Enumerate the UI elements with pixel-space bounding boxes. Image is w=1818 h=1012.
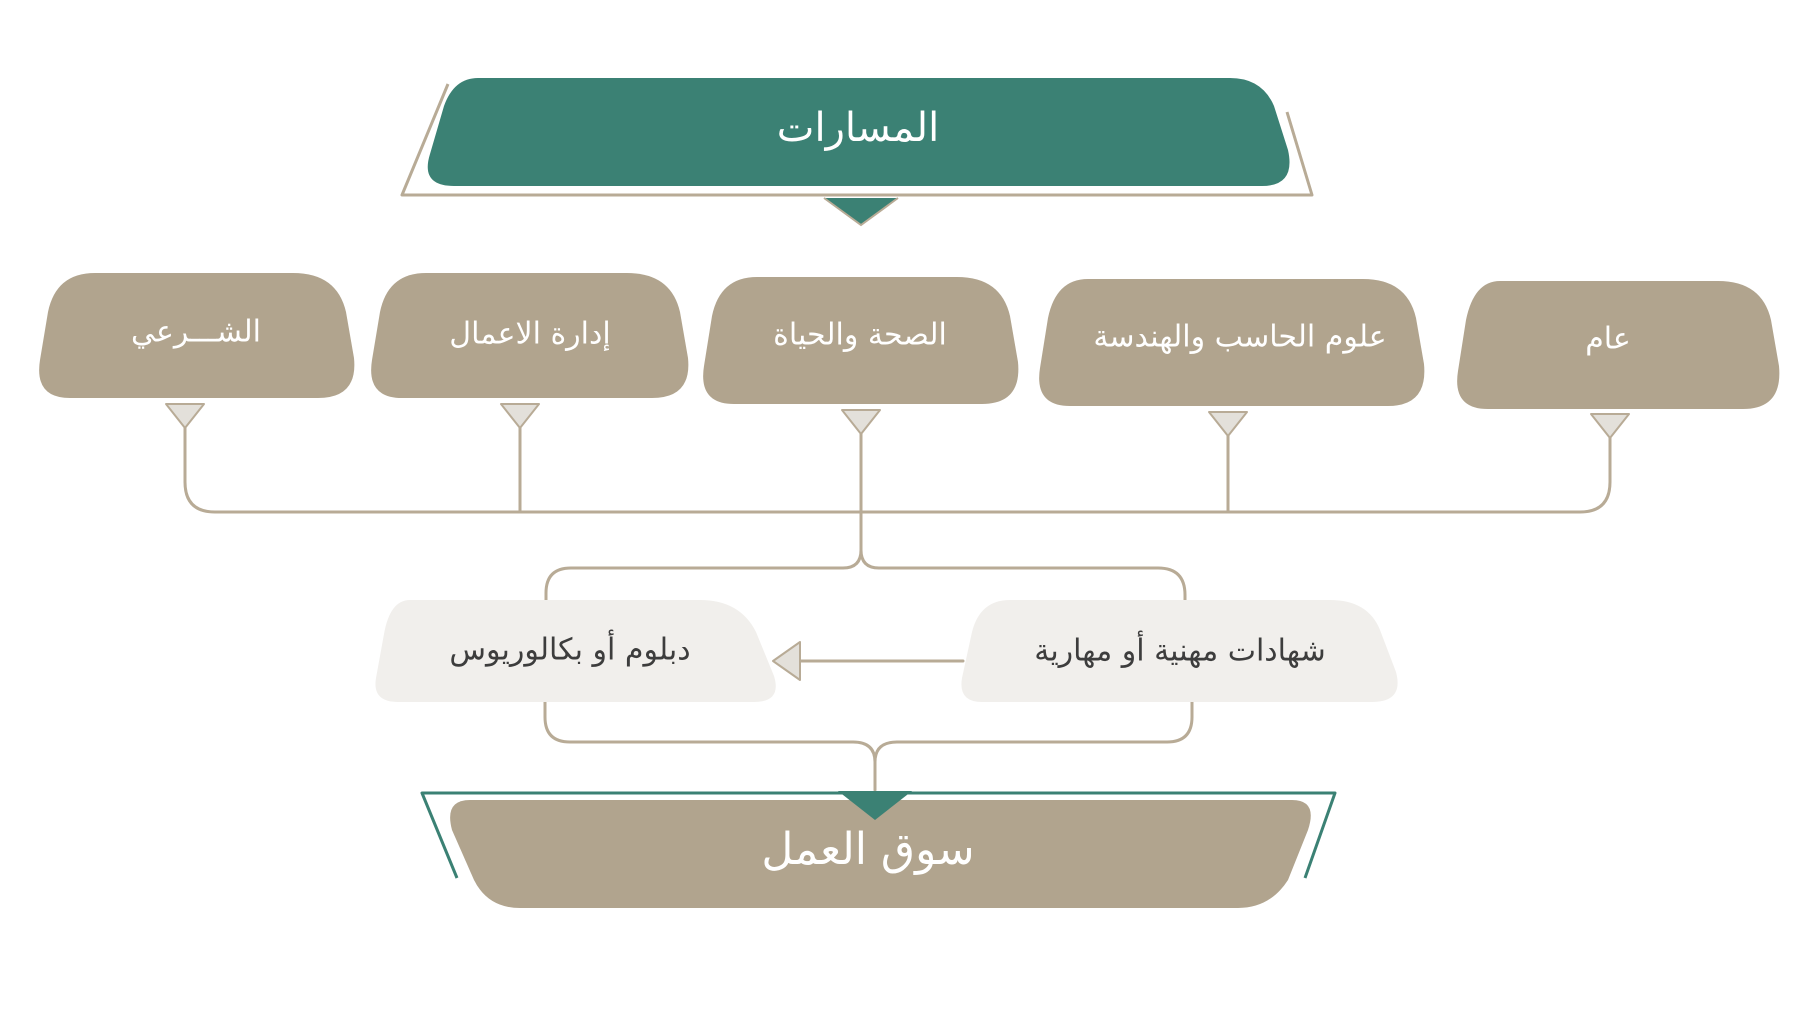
track-label-general: عام: [1585, 322, 1631, 357]
title-pointer-outline: [823, 197, 899, 227]
merge-from-degree: [543, 700, 877, 792]
track-box-general: عام: [1457, 281, 1780, 409]
track-shape: [39, 273, 355, 398]
outcome-label-degree: دبلوم أو بكالوريوس: [449, 629, 690, 668]
track-label-business: إدارة الاعمال: [449, 317, 610, 352]
track-shape: [1039, 279, 1425, 406]
chevron-down-icon: [500, 403, 540, 429]
track-arrows: [165, 403, 1630, 439]
track-box-computing: علوم الحاسب والهندسة: [1039, 279, 1425, 406]
destination-text: سوق العمل: [761, 824, 974, 875]
track-box-sharia: الشـــرعي: [39, 273, 355, 398]
destination-shape: [450, 800, 1311, 908]
outcome-box-certificates: شهادات مهنية أو مهارية: [961, 600, 1398, 702]
track-label-health: الصحة والحياة: [773, 318, 947, 353]
split-to-degree: [544, 510, 863, 602]
track-shape: [703, 277, 1019, 404]
title-banner: المسارات: [400, 78, 1314, 227]
track-shape: [1457, 281, 1780, 409]
chevron-down-icon: [165, 403, 205, 429]
track-label-sharia: الشـــرعي: [131, 315, 261, 350]
chevron-down-icon: [1590, 413, 1630, 439]
outcome-shape: [375, 600, 776, 702]
merge-from-certificates: [873, 700, 1194, 764]
track-bus-line: [183, 422, 1612, 514]
title-pointer: [824, 198, 898, 225]
track-box-business: إدارة الاعمال: [371, 273, 689, 398]
title-frame: [400, 83, 1314, 197]
outcome-box-degree: دبلوم أو بكالوريوس: [375, 600, 776, 702]
chevron-down-icon: [841, 409, 881, 435]
split-to-certificates: [859, 548, 1187, 602]
outcome-shape: [961, 600, 1398, 702]
chevron-down-icon: [1208, 411, 1248, 437]
title-text: المسارات: [777, 105, 939, 151]
chevron-left-icon: [772, 641, 801, 681]
destination-pointer: [838, 791, 912, 820]
track-shape: [371, 273, 689, 398]
title-shape: [427, 78, 1290, 186]
connector-lines: [183, 422, 1612, 792]
outcome-label-certificates: شهادات مهنية أو مهارية: [1034, 630, 1326, 669]
destination-banner: سوق العمل: [420, 791, 1337, 908]
track-label-computing: علوم الحاسب والهندسة: [1093, 320, 1386, 355]
track-box-health: الصحة والحياة: [703, 277, 1019, 404]
